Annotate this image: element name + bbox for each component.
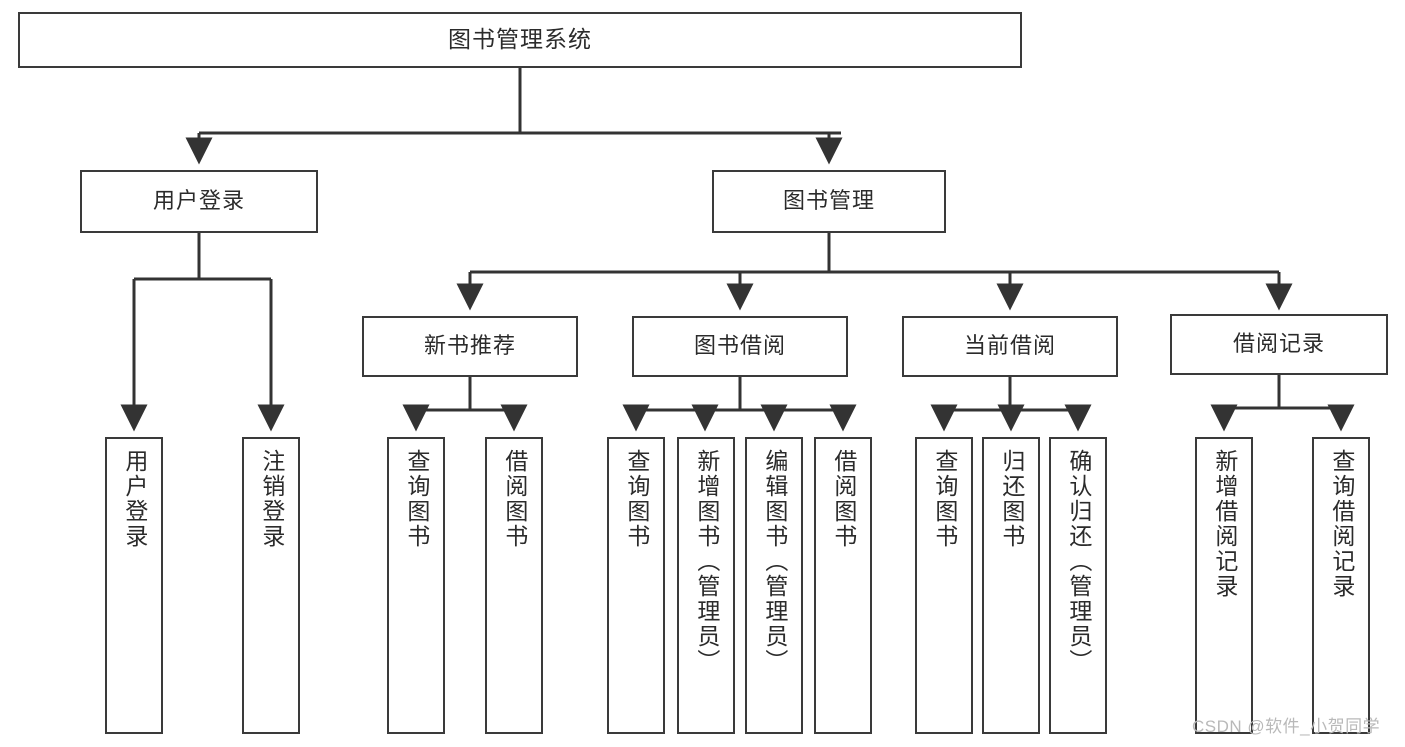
node-label: 用户登录 <box>152 188 245 214</box>
node-label: 当前借阅 <box>963 333 1056 359</box>
node-label: 查询图书 <box>403 449 430 549</box>
leaf-user-logout[interactable]: 注销登录 <box>242 437 300 734</box>
leaf-add-borrow-record[interactable]: 新增借阅记录 <box>1195 437 1253 734</box>
leaf-query-book-new-recommend[interactable]: 查询图书 <box>387 437 445 734</box>
node-label: 借阅图书 <box>830 449 857 549</box>
node-label: 归还图书 <box>998 449 1025 549</box>
node-label: 图书管理 <box>782 188 875 214</box>
leaf-add-book-admin[interactable]: 新增图书（管理员） <box>677 437 735 734</box>
node-book-manage[interactable]: 图书管理 <box>712 170 946 233</box>
node-label: 新增借阅记录 <box>1211 449 1238 599</box>
node-label: 确认归还（管理员） <box>1065 449 1092 674</box>
leaf-borrow-book-new-recommend[interactable]: 借阅图书 <box>485 437 543 734</box>
node-label: 查询借阅记录 <box>1328 449 1355 599</box>
node-user-login[interactable]: 用户登录 <box>80 170 318 233</box>
node-label: 查询图书 <box>931 449 958 549</box>
node-label: 查询图书 <box>623 449 650 549</box>
node-label: 编辑图书（管理员） <box>761 449 788 674</box>
node-book-management-system[interactable]: 图书管理系统 <box>18 12 1022 68</box>
node-borrow-record[interactable]: 借阅记录 <box>1170 314 1388 375</box>
node-label: 注销登录 <box>258 449 285 549</box>
leaf-user-login[interactable]: 用户登录 <box>105 437 163 734</box>
node-current-borrow[interactable]: 当前借阅 <box>902 316 1118 377</box>
leaf-query-book-current[interactable]: 查询图书 <box>915 437 973 734</box>
leaf-confirm-return-admin[interactable]: 确认归还（管理员） <box>1049 437 1107 734</box>
node-label: 新书推荐 <box>423 333 516 359</box>
leaf-borrow-book-borrow[interactable]: 借阅图书 <box>814 437 872 734</box>
node-label: 新增图书（管理员） <box>693 449 720 674</box>
node-label: 图书借阅 <box>693 333 786 359</box>
leaf-return-book[interactable]: 归还图书 <box>982 437 1040 734</box>
node-new-book-recommend[interactable]: 新书推荐 <box>362 316 578 377</box>
leaf-edit-book-admin[interactable]: 编辑图书（管理员） <box>745 437 803 734</box>
node-book-borrow[interactable]: 图书借阅 <box>632 316 848 377</box>
node-label: 图书管理系统 <box>448 26 592 53</box>
node-label: 用户登录 <box>121 449 148 549</box>
node-label: 借阅记录 <box>1232 331 1325 357</box>
leaf-query-book-borrow[interactable]: 查询图书 <box>607 437 665 734</box>
node-label: 借阅图书 <box>501 449 528 549</box>
leaf-query-borrow-record[interactable]: 查询借阅记录 <box>1312 437 1370 734</box>
